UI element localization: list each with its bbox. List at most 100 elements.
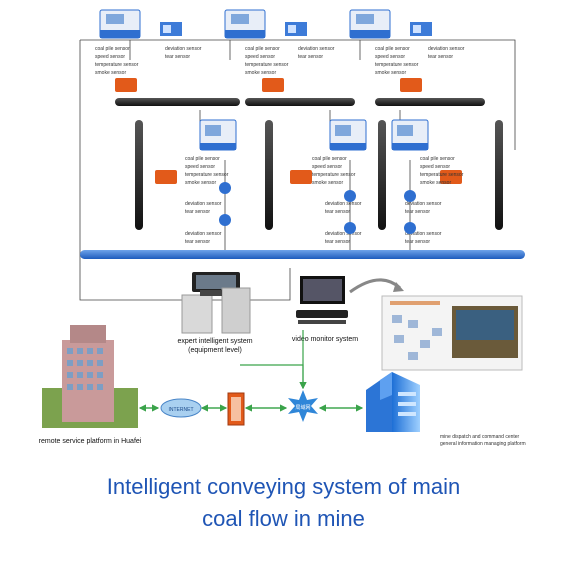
conveyor-belts <box>115 98 503 230</box>
remote-platform-label: remote service platform in Huafei <box>39 438 142 445</box>
actuator-6 <box>440 170 462 184</box>
sensor-label: tear sensor <box>185 239 210 245</box>
firewall-device <box>227 392 245 426</box>
sensor-label: deviation sensor <box>185 231 222 237</box>
video-monitor <box>296 276 348 324</box>
sensor-labels-group-4: deviation sensor tear sensor <box>298 46 335 60</box>
sensor-label: deviation sensor <box>298 46 335 52</box>
belt-top-left <box>115 98 240 106</box>
sensor-label: temperature sensor <box>95 62 139 68</box>
controller-6 <box>391 119 429 151</box>
sensor-label: speed sensor <box>312 164 342 170</box>
sensor-labels-group-2: deviation sensor tear sensor <box>165 46 202 60</box>
sensor-labels-group-8: coal pile sensor speed sensor temperatur… <box>312 156 362 245</box>
sensor-nodes <box>219 182 416 234</box>
sensor-label: coal pile sensor <box>420 156 455 162</box>
actuators <box>115 78 462 184</box>
actuator-3 <box>400 78 422 92</box>
belt-vertical-2 <box>265 120 273 230</box>
sensor-label: deviation sensor <box>428 46 465 52</box>
sensor-label: deviation sensor <box>185 201 222 207</box>
actuator-1 <box>115 78 137 92</box>
sensor-label: tear sensor <box>298 54 323 60</box>
sensor-label: speed sensor <box>185 164 215 170</box>
controller-5 <box>329 119 367 151</box>
aux-box-2 <box>285 22 307 36</box>
actuator-2 <box>262 78 284 92</box>
network-wires <box>79 39 516 301</box>
sensor-label: coal pile sensor <box>375 46 410 52</box>
sensor-label: tear sensor <box>185 209 210 215</box>
controller-1 <box>99 9 141 39</box>
sensor-label: tear sensor <box>405 209 430 215</box>
sensor-label: tear sensor <box>428 54 453 60</box>
caption-line-1: Intelligent conveying system of main <box>106 474 461 499</box>
sensor-label: speed sensor <box>375 54 405 60</box>
sensor-label: smoke sensor <box>375 70 406 76</box>
sensor-label: temperature sensor <box>185 172 229 178</box>
sensor-label: speed sensor <box>245 54 275 60</box>
sensor-label: coal pile sensor <box>245 46 280 52</box>
actuator-4 <box>155 170 177 184</box>
internet-label: INTERNET <box>169 407 194 413</box>
internet-cloud: INTERNET <box>160 398 202 418</box>
actuator-5 <box>290 170 312 184</box>
connection-arrows <box>138 330 364 412</box>
sensor-labels-group-5: coal pile sensor speed sensor temperatur… <box>375 46 419 76</box>
dispatch-center-building <box>366 372 420 432</box>
sensor-labels-group-1: coal pile sensor speed sensor temperatur… <box>95 46 139 76</box>
sensor-label: coal pile sensor <box>95 46 130 52</box>
sensor-label: speed sensor <box>95 54 125 60</box>
belt-top-mid <box>245 98 355 106</box>
sensor-label: smoke sensor <box>245 70 276 76</box>
dispatch-label-2: general information managing platform <box>440 441 526 447</box>
controller-2 <box>224 9 266 39</box>
sensor-label: temperature sensor <box>420 172 464 178</box>
remote-platform-building <box>42 325 138 428</box>
expert-system-label-1: expert intelligent system <box>177 338 252 345</box>
controllers-middle <box>199 119 429 151</box>
aux-box-3 <box>410 22 432 36</box>
video-monitor-label: video monitor system <box>292 336 358 343</box>
sensor-labels-group-9: coal pile sensor speed sensor temperatur… <box>405 156 464 245</box>
sensor-label: tear sensor <box>325 239 350 245</box>
dispatch-label-1: mine dispatch and command center <box>440 434 520 440</box>
sensor-label: smoke sensor <box>185 180 216 186</box>
sensor-labels-group-6: deviation sensor tear sensor <box>428 46 465 60</box>
caption-line-2: coal flow in mine <box>202 506 365 531</box>
sensor-label: deviation sensor <box>405 201 442 207</box>
aux-box-1 <box>160 22 182 36</box>
controllers-top <box>99 9 432 39</box>
sensor-label: coal pile sensor <box>185 156 220 162</box>
lan-star: 局域网 <box>288 390 318 422</box>
communication-bus <box>80 250 525 259</box>
belt-vertical-1 <box>135 120 143 230</box>
sensor-label: tear sensor <box>165 54 190 60</box>
dashboard-arrow <box>349 278 402 294</box>
controller-3 <box>349 9 391 39</box>
belt-vertical-4 <box>495 120 503 230</box>
lan-label: 局域网 <box>295 404 310 411</box>
sensor-label: temperature sensor <box>312 172 356 178</box>
sensor-label: deviation sensor <box>405 231 442 237</box>
sensor-label: smoke sensor <box>420 180 451 186</box>
sensor-labels-group-3: coal pile sensor speed sensor temperatur… <box>245 46 289 76</box>
expert-system-label-2: (equipment level) <box>188 347 242 354</box>
sensor-label: deviation sensor <box>325 201 362 207</box>
sensor-label: tear sensor <box>325 209 350 215</box>
belt-vertical-3 <box>378 120 386 230</box>
sensor-label: coal pile sensor <box>312 156 347 162</box>
sensor-label: smoke sensor <box>95 70 126 76</box>
sensor-label: temperature sensor <box>375 62 419 68</box>
sensor-label: deviation sensor <box>165 46 202 52</box>
controller-4 <box>199 119 237 151</box>
sensor-label: speed sensor <box>420 164 450 170</box>
sensor-label: smoke sensor <box>312 180 343 186</box>
expert-system-workstation <box>181 272 251 334</box>
belt-top-right <box>375 98 485 106</box>
sensor-labels-group-7: coal pile sensor speed sensor temperatur… <box>185 156 229 245</box>
sensor-label: tear sensor <box>405 239 430 245</box>
sensor-label: deviation sensor <box>325 231 362 237</box>
